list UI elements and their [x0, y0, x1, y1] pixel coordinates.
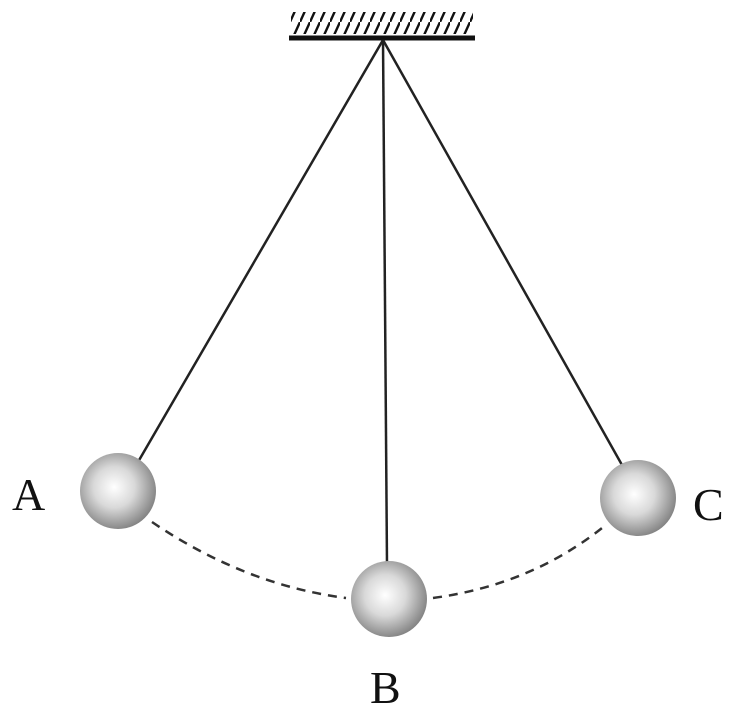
ceiling-support: [289, 12, 475, 41]
string-to-b: [381, 39, 389, 566]
position-labels: A B C: [12, 469, 724, 713]
bobs: [80, 453, 676, 637]
label-b: B: [370, 662, 401, 713]
string-to-a: [136, 39, 385, 463]
swing-arc-right: [432, 527, 603, 600]
label-c: C: [693, 479, 724, 530]
support-hatching: [291, 12, 473, 34]
bob-b: [351, 561, 427, 637]
bob-a: [80, 453, 156, 529]
swing-arc-left: [151, 520, 347, 600]
bob-c: [600, 460, 676, 536]
swing-path: [151, 520, 603, 600]
string-to-c: [381, 39, 624, 466]
label-a: A: [12, 469, 45, 520]
strings: [136, 39, 624, 566]
